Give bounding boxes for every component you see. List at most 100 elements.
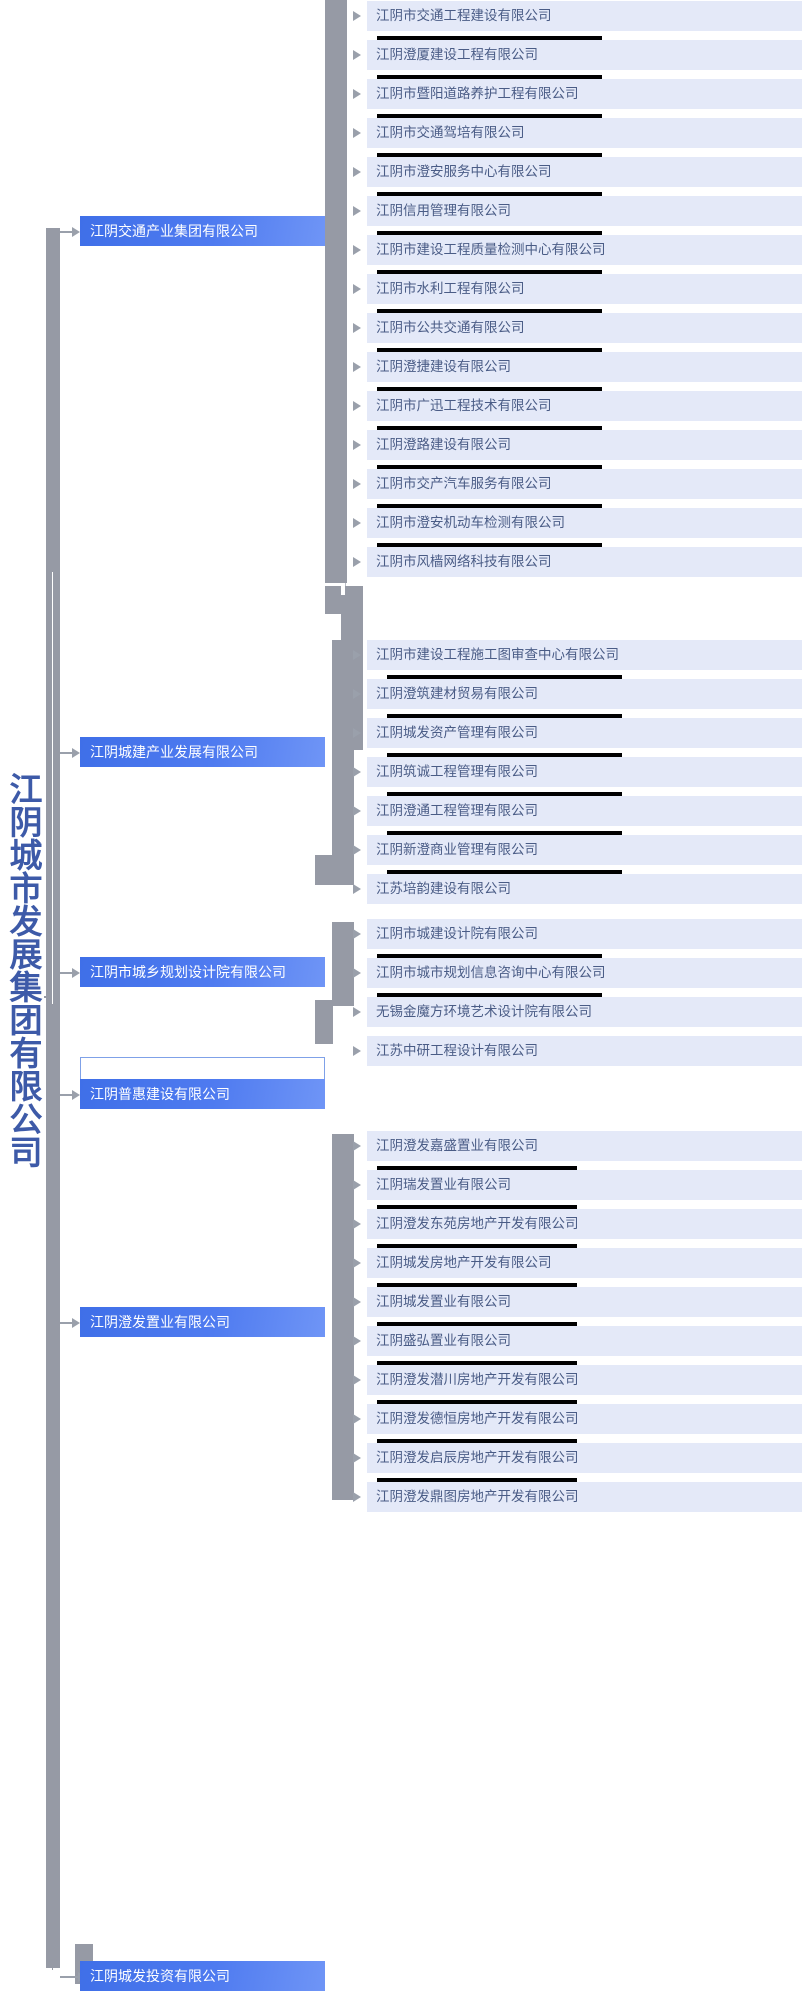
- redaction-bar: [377, 1439, 577, 1446]
- g5-sub-spine: [332, 1134, 354, 1500]
- g1-child-arrow-3: [353, 89, 361, 99]
- g1-sub-spine-a: [325, 0, 347, 583]
- g5-child-arrow-8: [353, 1414, 361, 1424]
- child-node-chengfa-3[interactable]: 江阴澄发东苑房地产开发有限公司: [367, 1209, 802, 1239]
- g1-child-arrow-2: [353, 50, 361, 60]
- g1-child-arrow-1: [353, 11, 361, 21]
- redaction-bar: [377, 1478, 577, 1485]
- child-node-chengfa-8[interactable]: 江阴澄发德恒房地产开发有限公司: [367, 1404, 802, 1434]
- g1-child-arrow-13: [353, 479, 361, 489]
- child-node-jiaotong-10[interactable]: 江阴澄捷建设有限公司: [367, 352, 802, 382]
- g6-connector-stem: [60, 1976, 82, 1978]
- child-node-guihua-1[interactable]: 江阴市城建设计院有限公司: [367, 919, 802, 949]
- g5-arrowhead-icon: [72, 1318, 80, 1328]
- g1-child-arrow-14: [353, 518, 361, 528]
- g2-child-arrow-6: [353, 845, 361, 855]
- child-node-chengfa-7[interactable]: 江阴澄发潜川房地产开发有限公司: [367, 1365, 802, 1395]
- child-node-chengfa-6[interactable]: 江阴盛弘置业有限公司: [367, 1326, 802, 1356]
- child-node-chengjian-3[interactable]: 江阴城发资产管理有限公司: [367, 718, 802, 748]
- g2-child-arrow-1: [353, 650, 361, 660]
- g1-child-arrow-5: [353, 167, 361, 177]
- g5-child-arrow-9: [353, 1453, 361, 1463]
- redaction-bar: [377, 504, 602, 511]
- g2-child-arrow-5: [353, 806, 361, 816]
- group-node-jiaotong[interactable]: 江阴交通产业集团有限公司: [80, 216, 325, 246]
- child-node-chengfa-4[interactable]: 江阴城发房地产开发有限公司: [367, 1248, 802, 1278]
- child-node-chengfa-10[interactable]: 江阴澄发鼎图房地产开发有限公司: [367, 1482, 802, 1512]
- group-node-puhui[interactable]: 江阴普惠建设有限公司: [80, 1079, 325, 1109]
- child-node-jiaotong-7[interactable]: 江阴市建设工程质量检测中心有限公司: [367, 235, 802, 265]
- child-node-guihua-4[interactable]: 江苏中研工程设计有限公司: [367, 1036, 802, 1066]
- child-node-chengjian-7[interactable]: 江苏培韵建设有限公司: [367, 874, 802, 904]
- g1-child-arrow-6: [353, 206, 361, 216]
- g3-connector-stem: [60, 972, 74, 974]
- g2-child-arrow-3: [353, 728, 361, 738]
- g1-child-arrow-8: [353, 284, 361, 294]
- redaction-bar: [377, 387, 602, 394]
- child-node-chengfa-9[interactable]: 江阴澄发启辰房地产开发有限公司: [367, 1443, 802, 1473]
- child-node-jiaotong-5[interactable]: 江阴市澄安服务中心有限公司: [367, 157, 802, 187]
- g3-child-arrow-1: [353, 929, 361, 939]
- g2-child-arrow-4: [353, 767, 361, 777]
- g5-child-arrow-1: [353, 1141, 361, 1151]
- redaction-bar: [377, 426, 602, 433]
- g3-child-arrow-4: [353, 1046, 361, 1056]
- child-node-chengjian-1[interactable]: 江阴市建设工程施工图审查中心有限公司: [367, 640, 802, 670]
- g3-child-arrow-2: [353, 968, 361, 978]
- redaction-bar: [377, 309, 602, 316]
- child-node-jiaotong-14[interactable]: 江阴市澄安机动车检测有限公司: [367, 508, 802, 538]
- redaction-bar: [377, 954, 602, 961]
- group-node-chengfatouzi[interactable]: 江阴城发投资有限公司: [80, 1961, 325, 1991]
- child-node-jiaotong-4[interactable]: 江阴市交通驾培有限公司: [367, 118, 802, 148]
- child-node-jiaotong-11[interactable]: 江阴市广迅工程技术有限公司: [367, 391, 802, 421]
- group-node-chengfa[interactable]: 江阴澄发置业有限公司: [80, 1307, 325, 1337]
- g1-stub-block-3: [345, 602, 363, 614]
- redaction-bar: [387, 792, 622, 799]
- child-node-chengjian-5[interactable]: 江阴澄通工程管理有限公司: [367, 796, 802, 826]
- redaction-bar: [387, 753, 622, 760]
- redaction-bar: [377, 1244, 577, 1251]
- group-node-chengjian[interactable]: 江阴城建产业发展有限公司: [80, 737, 325, 767]
- group-node-guihua[interactable]: 江阴市城乡规划设计院有限公司: [80, 957, 325, 987]
- redaction-bar: [377, 1322, 577, 1329]
- child-node-chengfa-5[interactable]: 江阴城发置业有限公司: [367, 1287, 802, 1317]
- redaction-bar: [377, 543, 602, 550]
- g1-connector-stem: [60, 231, 74, 233]
- child-node-guihua-2[interactable]: 江阴市城市规划信息咨询中心有限公司: [367, 958, 802, 988]
- g1-child-arrow-11: [353, 401, 361, 411]
- child-node-chengjian-2[interactable]: 江阴澄筑建材贸易有限公司: [367, 679, 802, 709]
- redaction-bar: [377, 1166, 577, 1173]
- root-trunk-spine-lower: [46, 1548, 60, 1968]
- g2-arrowhead-icon: [72, 748, 80, 758]
- g1-child-arrow-10: [353, 362, 361, 372]
- g2-connector-stem: [60, 752, 74, 754]
- child-node-jiaotong-9[interactable]: 江阴市公共交通有限公司: [367, 313, 802, 343]
- child-node-jiaotong-8[interactable]: 江阴市水利工程有限公司: [367, 274, 802, 304]
- g1-child-arrow-9: [353, 323, 361, 333]
- child-node-chengfa-2[interactable]: 江阴瑞发置业有限公司: [367, 1170, 802, 1200]
- g3-arrowhead-icon: [72, 968, 80, 978]
- child-node-chengjian-4[interactable]: 江阴筑诚工程管理有限公司: [367, 757, 802, 787]
- child-node-jiaotong-6[interactable]: 江阴信用管理有限公司: [367, 196, 802, 226]
- child-node-jiaotong-12[interactable]: 江阴澄路建设有限公司: [367, 430, 802, 460]
- child-node-guihua-3[interactable]: 无锡金魔方环境艺术设计院有限公司: [367, 997, 802, 1027]
- redaction-bar: [377, 231, 602, 238]
- redaction-bar: [377, 993, 602, 1000]
- redaction-bar: [387, 831, 622, 838]
- child-node-jiaotong-3[interactable]: 江阴市暨阳道路养护工程有限公司: [367, 79, 802, 109]
- child-node-chengjian-6[interactable]: 江阴新澄商业管理有限公司: [367, 835, 802, 865]
- child-node-jiaotong-13[interactable]: 江阴市交产汽车服务有限公司: [367, 469, 802, 499]
- g5-child-arrow-2: [353, 1180, 361, 1190]
- g5-child-arrow-7: [353, 1375, 361, 1385]
- g3-stub-block: [315, 1000, 333, 1044]
- g5-child-arrow-5: [353, 1297, 361, 1307]
- g3-child-arrow-3: [353, 1007, 361, 1017]
- g5-child-arrow-4: [353, 1258, 361, 1268]
- redaction-bar: [377, 1283, 577, 1290]
- redaction-bar: [387, 714, 622, 721]
- child-node-jiaotong-1[interactable]: 江阴市交通工程建设有限公司: [367, 1, 802, 31]
- child-node-chengfa-1[interactable]: 江阴澄发嘉盛置业有限公司: [367, 1131, 802, 1161]
- child-node-jiaotong-15[interactable]: 江阴市风樯网络科技有限公司: [367, 547, 802, 577]
- child-node-jiaotong-2[interactable]: 江阴澄厦建设工程有限公司: [367, 40, 802, 70]
